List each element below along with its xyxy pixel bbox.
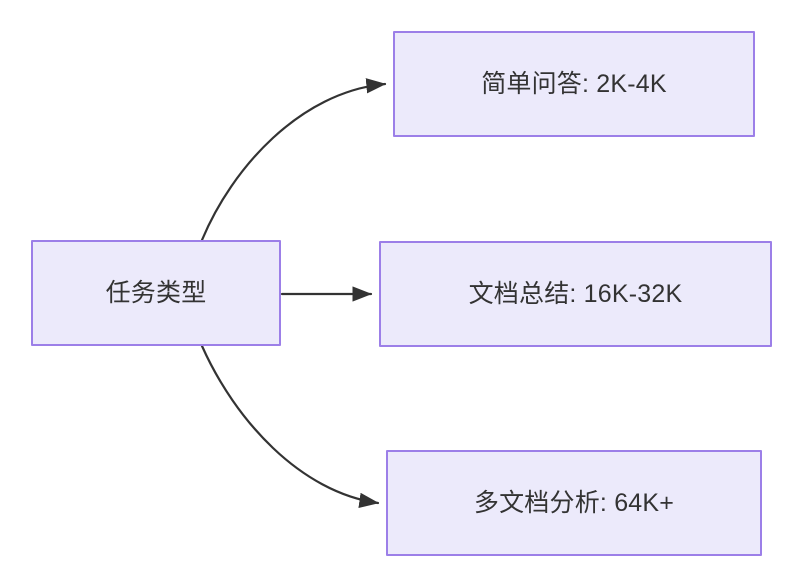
edge-source-to-simple-qa [200, 78, 387, 242]
edge-source-to-multi-doc [200, 344, 380, 508]
node-label: 任务类型 [105, 279, 207, 307]
node-multi-doc[interactable]: 多文档分析: 64K+ [386, 450, 762, 556]
node-label: 文档总结: 16K-32K [468, 280, 683, 308]
node-task-type[interactable]: 任务类型 [31, 240, 281, 346]
node-label: 简单问答: 2K-4K [481, 70, 667, 98]
node-simple-qa[interactable]: 简单问答: 2K-4K [393, 31, 755, 137]
node-label: 多文档分析: 64K+ [473, 489, 675, 517]
node-doc-summary[interactable]: 文档总结: 16K-32K [379, 241, 772, 347]
